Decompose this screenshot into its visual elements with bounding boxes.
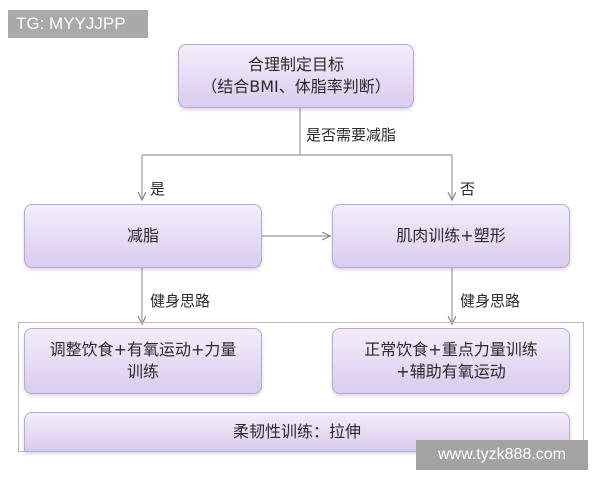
goal-title: 合理制定目标 [247,55,344,74]
goal-node: 合理制定目标 （结合BMI、体脂率判断） [178,44,414,108]
muscle-plan-node: 正常饮食+重点力量训练+辅助有氧运动 [332,328,570,394]
approach-right-label: 健身思路 [460,292,521,310]
fat-loss-plan-text: 调整饮食+有氧运动+力量训练 [49,340,237,381]
decision-label: 是否需要减脂 [306,126,397,144]
telegram-watermark: TG: MYYJJPP [8,10,148,38]
flexibility-text: 柔韧性训练：拉伸 [232,422,361,441]
fat-loss-plan-node: 调整饮食+有氧运动+力量训练 [24,328,262,394]
yes-label: 是 [150,180,166,198]
approach-left-label: 健身思路 [150,292,211,310]
muscle-text: 肌肉训练+塑形 [396,226,506,245]
no-label: 否 [460,180,476,198]
muscle-plan-text: 正常饮食+重点力量训练+辅助有氧运动 [364,340,538,381]
fat-loss-text: 减脂 [126,226,159,245]
site-url-badge: www.tyzk888.com [416,440,588,470]
fat-loss-node: 减脂 [24,204,262,268]
muscle-node: 肌肉训练+塑形 [332,204,570,268]
goal-subtitle: （结合BMI、体脂率判断） [201,77,391,96]
